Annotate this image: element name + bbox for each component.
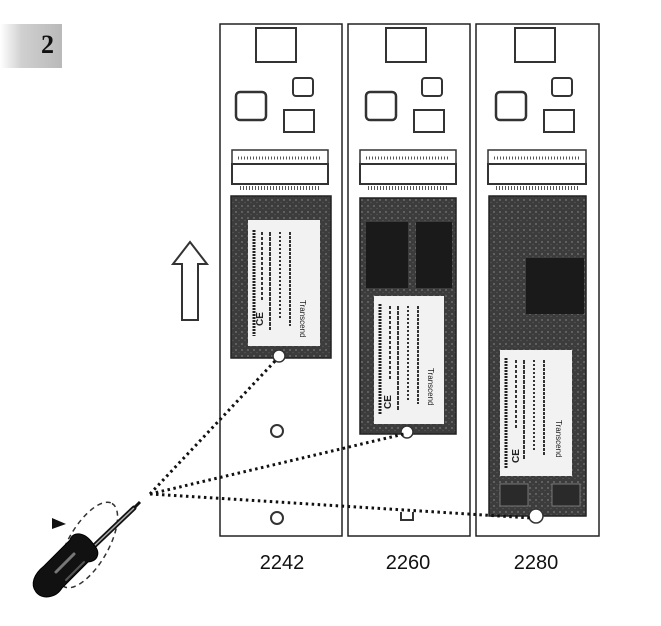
- controller-chip: [526, 258, 584, 314]
- ce-mark: CE: [511, 449, 522, 463]
- screw-hole: [528, 508, 544, 524]
- step-number: 2: [41, 30, 54, 59]
- ssd-2280: Transcend CE: [488, 195, 587, 524]
- ssd-brand-text: Transcend: [298, 300, 307, 338]
- size-label-2242: 2242: [259, 552, 305, 574]
- size-label-2260: 2260: [385, 552, 431, 574]
- ce-mark: CE: [383, 395, 394, 409]
- ssd-2242: Transcend CE: [230, 195, 332, 363]
- bay-2280: Transcend CE: [475, 23, 600, 537]
- screw-hole: [272, 349, 286, 363]
- ssd-brand-text: Transcend: [426, 368, 435, 406]
- ssd-2260: Transcend CE: [359, 197, 457, 439]
- ce-mark: CE: [255, 312, 266, 326]
- bay-2260: Transcend CE: [347, 23, 471, 537]
- screw-guide-lines: [148, 358, 533, 520]
- up-arrow-icon: [170, 240, 210, 321]
- step-badge: 2: [0, 24, 62, 68]
- nand-chip: [366, 222, 408, 288]
- screw-hole: [270, 511, 284, 525]
- screw-hole: [400, 425, 414, 439]
- bay-2242: Transcend CE: [219, 23, 343, 537]
- screw-hole: [270, 424, 284, 438]
- nand-chip: [416, 222, 452, 288]
- size-label-2280: 2280: [513, 552, 559, 574]
- rotation-arrow-icon: [52, 518, 66, 529]
- screwdriver-icon: [32, 500, 142, 598]
- ssd-brand-text: Transcend: [554, 420, 563, 458]
- screw-hole: [400, 512, 414, 521]
